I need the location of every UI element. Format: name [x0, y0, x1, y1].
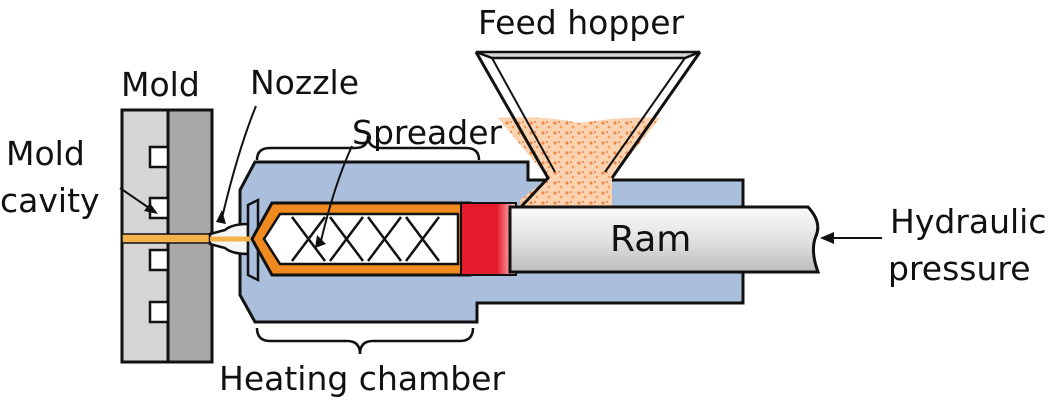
spreader-core — [262, 212, 460, 266]
hydraulic-arrowhead — [820, 232, 834, 244]
nozzle-leader — [221, 105, 257, 219]
spreader-fins — [291, 216, 440, 262]
nozzle-label: Nozzle — [250, 63, 359, 102]
mold-label: Mold — [121, 65, 200, 104]
mold-cavity-arrowhead — [144, 203, 158, 214]
ram — [508, 205, 821, 274]
heating-chamber-brace — [255, 327, 475, 355]
feed-hopper-label: Feed hopper — [478, 3, 685, 42]
mold-cavity — [148, 145, 170, 169]
mold-cavity — [148, 300, 170, 324]
ram-label: Ram — [610, 219, 692, 260]
hydraulic-pressure-label-line1: Hydraulic — [890, 202, 1047, 241]
mold — [120, 108, 214, 364]
spreader-leader — [319, 145, 353, 246]
molten-zone — [460, 202, 517, 276]
spreader-label: Spreader — [352, 113, 503, 152]
hydraulic-pressure-label-line2: pressure — [888, 249, 1031, 288]
mold-cavity-leader — [119, 187, 153, 211]
mold-cavity-label-line2: cavity — [0, 181, 100, 220]
top-brace — [255, 135, 481, 161]
heating-chamber-label: Heating chamber — [219, 359, 506, 398]
mold-cavity — [148, 248, 170, 272]
mold-cavity-label-line1: Mold — [6, 134, 85, 173]
nozzle-arrowhead — [216, 210, 226, 224]
spreader-arrowhead — [315, 235, 326, 248]
spreader — [250, 201, 472, 277]
melt-sprue — [121, 233, 213, 244]
feed-hopper — [474, 50, 702, 210]
